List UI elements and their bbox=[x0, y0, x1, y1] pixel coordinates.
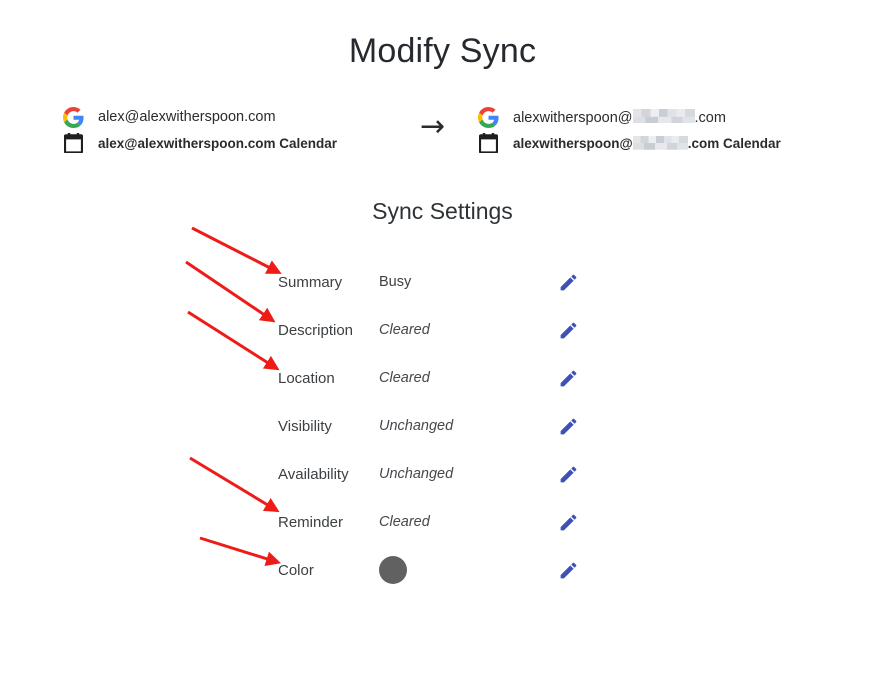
target-account: alexwitherspoon@.com alexwitherspoon@.co… bbox=[475, 104, 781, 156]
annotation-arrow bbox=[189, 456, 280, 513]
google-g-icon bbox=[60, 105, 86, 129]
pencil-icon[interactable] bbox=[557, 415, 579, 437]
pencil-icon[interactable] bbox=[557, 367, 579, 389]
pencil-icon[interactable] bbox=[557, 463, 579, 485]
source-account: alex@alexwitherspoon.com alex@alexwither… bbox=[60, 104, 337, 156]
color-swatch[interactable] bbox=[379, 556, 407, 584]
accounts-summary: alex@alexwitherspoon.com alex@alexwither… bbox=[0, 104, 885, 164]
calendar-icon bbox=[60, 131, 86, 155]
target-account-email-row: alexwitherspoon@.com bbox=[475, 104, 781, 130]
setting-row: Location Cleared bbox=[278, 354, 608, 402]
annotation-arrow bbox=[185, 260, 276, 323]
setting-label: Description bbox=[278, 321, 354, 339]
google-g-icon bbox=[475, 105, 501, 129]
setting-value: Unchanged bbox=[379, 418, 454, 434]
setting-label: Summary bbox=[278, 273, 343, 291]
setting-row: Description Cleared bbox=[278, 306, 608, 354]
setting-value: Busy bbox=[379, 274, 412, 290]
annotation-arrow bbox=[199, 536, 282, 566]
annotation-arrow bbox=[187, 310, 280, 371]
setting-row: Availability Unchanged bbox=[278, 450, 608, 498]
setting-value: Cleared bbox=[379, 322, 430, 338]
pencil-icon[interactable] bbox=[557, 271, 579, 293]
setting-value: Unchanged bbox=[379, 466, 454, 482]
setting-label: Visibility bbox=[278, 417, 332, 435]
setting-row: Summary Busy bbox=[278, 258, 608, 306]
pencil-icon[interactable] bbox=[557, 511, 579, 533]
calendar-icon bbox=[475, 131, 501, 155]
source-account-email-row: alex@alexwitherspoon.com bbox=[60, 104, 337, 130]
pencil-icon[interactable] bbox=[557, 559, 579, 581]
sync-direction-arrow-icon: → bbox=[420, 109, 446, 144]
source-account-calendar: alex@alexwitherspoon.com Calendar bbox=[98, 135, 337, 151]
setting-label: Availability bbox=[278, 465, 349, 483]
source-account-email: alex@alexwitherspoon.com bbox=[98, 109, 276, 125]
setting-row: Visibility Unchanged bbox=[278, 402, 608, 450]
page-title: Modify Sync bbox=[348, 32, 537, 70]
pencil-icon[interactable] bbox=[557, 319, 579, 341]
redacted-domain-block bbox=[632, 108, 695, 124]
annotation-arrow bbox=[191, 226, 282, 274]
target-account-calendar-row: alexwitherspoon@.com Calendar bbox=[475, 130, 781, 156]
setting-value: Cleared bbox=[379, 514, 430, 530]
setting-value: Cleared bbox=[379, 370, 430, 386]
source-account-calendar-row: alex@alexwitherspoon.com Calendar bbox=[60, 130, 337, 156]
target-account-email: alexwitherspoon@.com bbox=[513, 108, 726, 126]
setting-label: Location bbox=[278, 369, 335, 387]
setting-row: Color bbox=[278, 546, 608, 594]
setting-label: Reminder bbox=[278, 513, 344, 531]
section-title: Sync Settings bbox=[372, 198, 513, 224]
setting-label: Color bbox=[278, 561, 314, 579]
setting-row: Reminder Cleared bbox=[278, 498, 608, 546]
redacted-domain-block bbox=[632, 135, 688, 150]
target-account-calendar: alexwitherspoon@.com Calendar bbox=[513, 135, 781, 151]
